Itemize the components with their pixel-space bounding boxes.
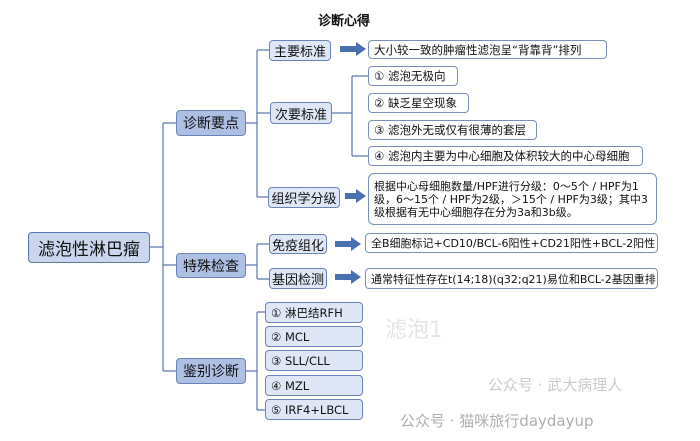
watermark: 公众号 · 武大病理人 [488,376,623,394]
arrow-icon [335,270,361,284]
leaf-minor: ③ 滤泡外无或仅有很薄的套层 [368,120,537,140]
leaf-grading: 根据中心母细胞数量/HPF进行分级：0～5个 / HPF为1级，6～15个 / … [368,173,657,225]
node-differential: 鉴别诊断 [176,358,246,384]
diagram-title: 诊断心得 [318,14,371,29]
node-grading: 组织学分级 [268,187,340,208]
diff-item: ④ MZL [265,375,363,396]
diff-item: ⑤ IRF4+LBCL [265,399,363,420]
arrow-icons [335,42,366,284]
leaf-ihc: 全B细胞标记+CD10/BCL-6阳性+CD21阳性+BCL-2阳性 [365,233,658,253]
arrow-icon [345,189,366,203]
node-diagnosis: 诊断要点 [176,110,246,136]
diff-item: ③ SLL/CLL [265,350,363,371]
node-special: 特殊检查 [176,253,246,278]
node-major: 主要标准 [269,40,331,61]
leaf-minor: ④ 滤泡内主要为中心细胞及体积较大的中心母细胞 [368,146,643,166]
node-ihc: 免疫组化 [269,234,327,254]
node-minor: 次要标准 [270,102,332,124]
arrow-icon [335,237,361,251]
leaf-minor: ① 滤泡无极向 [368,66,458,86]
leaf-major: 大小较一致的肿瘤性滤泡呈“背靠背”排列 [368,40,607,59]
leaf-gene: 通常特征性存在t(14;18)(q32;q21)易位和BCL-2基因重排 [365,268,658,289]
node-gene: 基因检测 [269,268,327,289]
diff-item: ① 淋巴结RFH [265,302,363,323]
watermark: 滤泡1 [385,318,443,343]
root-node: 滤泡性淋巴瘤 [28,232,150,263]
leaf-minor: ② 缺乏星空现象 [368,93,469,113]
arrow-icon [340,42,366,56]
watermark: 公众号 · 猫咪旅行daydayup [400,412,594,430]
diff-item: ② MCL [265,326,363,347]
